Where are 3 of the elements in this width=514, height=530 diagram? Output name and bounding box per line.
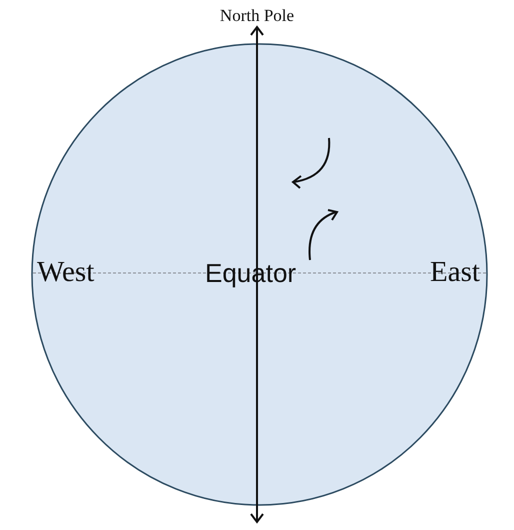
direction-label: West — [37, 258, 94, 287]
pole-label: North Pole — [220, 7, 294, 24]
direction-label: East — [430, 258, 480, 287]
